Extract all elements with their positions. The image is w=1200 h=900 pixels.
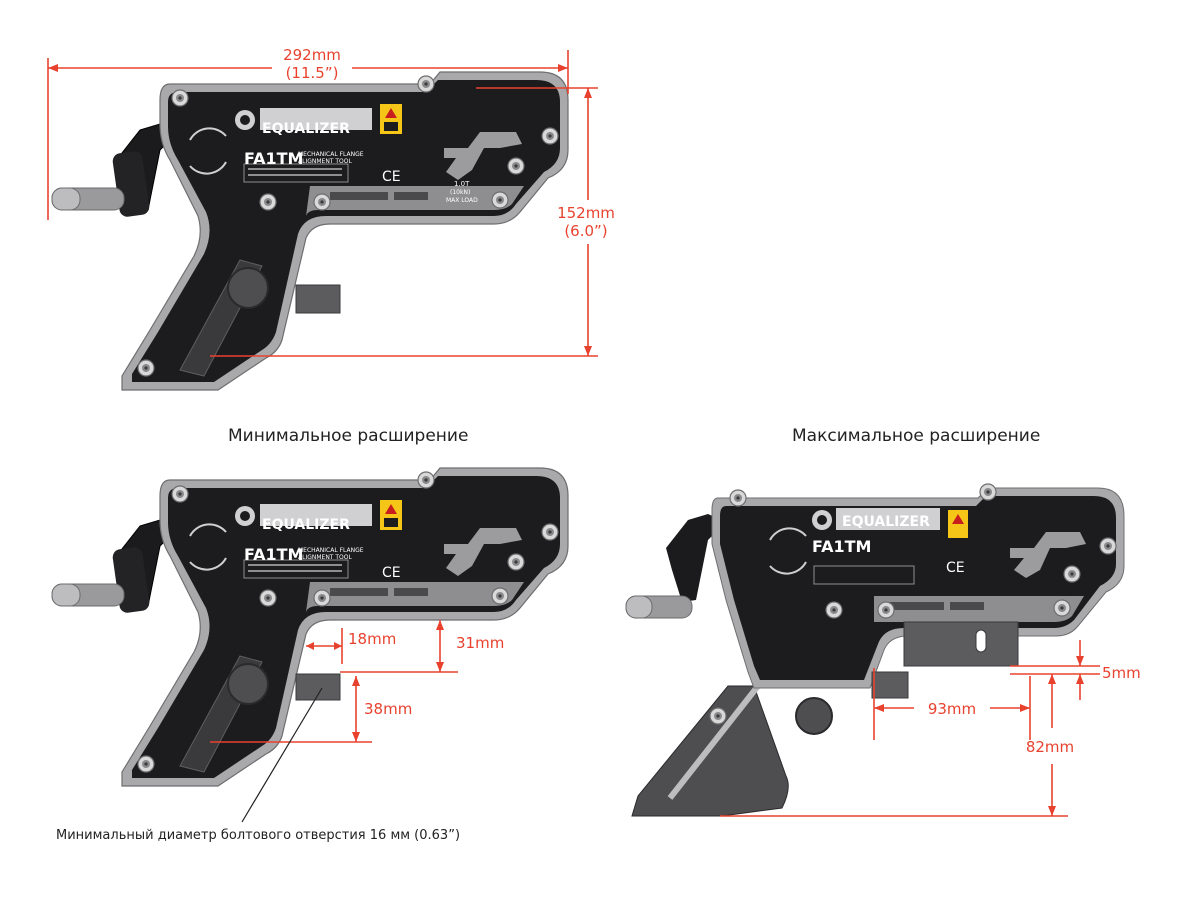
top-desc-line1: MECHANICAL FLANGE	[298, 151, 364, 158]
top-height-mm: 152mm	[557, 204, 615, 222]
top-model-label: FA1TM	[244, 149, 303, 168]
top-height-in: (6.0”)	[564, 222, 607, 240]
bolt-hole-note: Минимальный диаметр болтового отверстия …	[56, 828, 461, 843]
top-width-mm: 292mm	[283, 46, 341, 64]
top-brand-label: EQUALIZER	[262, 121, 350, 137]
top-width-dimension: 292mm (11.5”)	[47, 46, 569, 220]
top-height-dimension: 152mm (6.0”)	[210, 87, 615, 357]
note-leader-line	[241, 687, 323, 823]
top-width-in: (11.5”)	[286, 64, 339, 82]
min-brand-label: EQUALIZER	[262, 517, 350, 533]
max-tool-view: EQUALIZER FA1TM CE	[625, 483, 1125, 817]
top-ce-mark: CE	[382, 169, 401, 185]
min-foot-block	[295, 673, 341, 701]
max-ce-mark: CE	[946, 560, 965, 576]
top-load-sub: (10kN)	[450, 189, 470, 196]
max-dimensions: 5mm 93mm 82mm	[720, 640, 1141, 817]
max-depth-label: 82mm	[1026, 738, 1074, 756]
max-brand-label: EQUALIZER	[842, 514, 930, 530]
min-extension-heading: Минимальное расширение	[228, 426, 469, 446]
min-model-label: FA1TM	[244, 545, 303, 564]
max-reach-label: 93mm	[928, 700, 976, 718]
min-gap-label: 18mm	[348, 630, 396, 648]
top-desc-line2: ALIGNMENT TOOL	[298, 158, 352, 165]
min-ce-mark: CE	[382, 565, 401, 581]
max-model-label: FA1TM	[812, 537, 871, 556]
top-tool-view: EQUALIZER FA1TM MECHANICAL FLANGE ALIGNM…	[52, 72, 568, 390]
max-extension-heading: Максимальное расширение	[792, 426, 1041, 446]
min-desc-line1: MECHANICAL FLANGE	[298, 547, 364, 554]
min-foot-label: 38mm	[364, 700, 412, 718]
top-load-value: 1.0T	[454, 180, 470, 188]
top-load-label: MAX LOAD	[446, 197, 478, 204]
min-tool-view: EQUALIZER FA1TM MECHANICAL FLANGE ALIGNM…	[52, 468, 568, 786]
min-desc-line2: ALIGNMENT TOOL	[298, 554, 352, 561]
max-step-label: 5mm	[1102, 664, 1141, 682]
top-foot-block	[295, 284, 341, 314]
min-height-label: 31mm	[456, 634, 504, 652]
min-dimensions: 18mm 31mm 38mm	[210, 620, 504, 743]
